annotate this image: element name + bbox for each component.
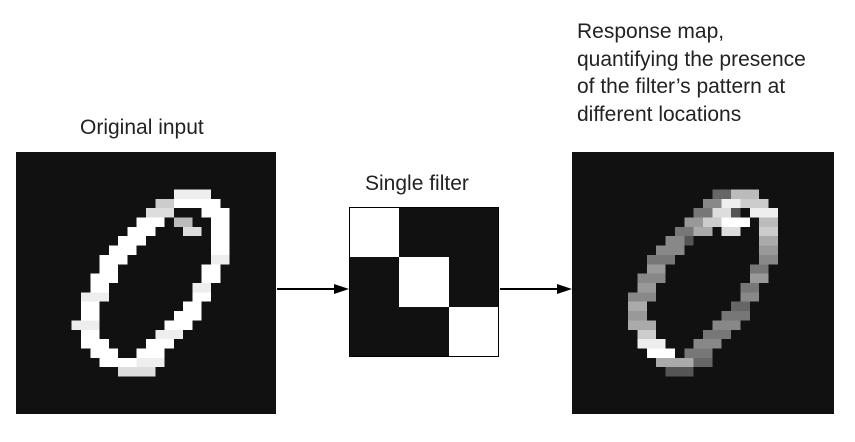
original-input-image [16,152,276,414]
filter-cell-1-2 [448,257,498,307]
filter-cell-2-2 [448,306,498,356]
arrow-input-to-filter [277,284,349,294]
arrow-filter-to-response [500,284,572,294]
filter-cell-2-0 [350,306,400,356]
filter-cell-0-2 [448,208,498,258]
response-map-label-line-3: of the filter’s pattern at [577,75,786,98]
filter-cell-1-0 [350,257,400,307]
response-map-label: Response map, quantifying the presence o… [577,18,806,128]
filter-cell-0-1 [399,208,449,258]
filter-cell-2-1 [399,306,449,356]
response-map-image [572,152,834,414]
response-map-pixels [572,152,834,414]
filter-cell-1-1 [399,257,449,307]
original-input-label: Original input [80,116,204,139]
single-filter-label: Single filter [365,172,469,195]
digit-zero-pixels [16,152,276,414]
filter-grid [349,207,499,357]
response-map-label-line-4: different locations [577,102,742,126]
response-map-label-line-2: quantifying the presence [577,47,806,71]
response-map-label-line-1: Response map, [577,20,725,43]
filter-cell-0-0 [350,208,400,258]
